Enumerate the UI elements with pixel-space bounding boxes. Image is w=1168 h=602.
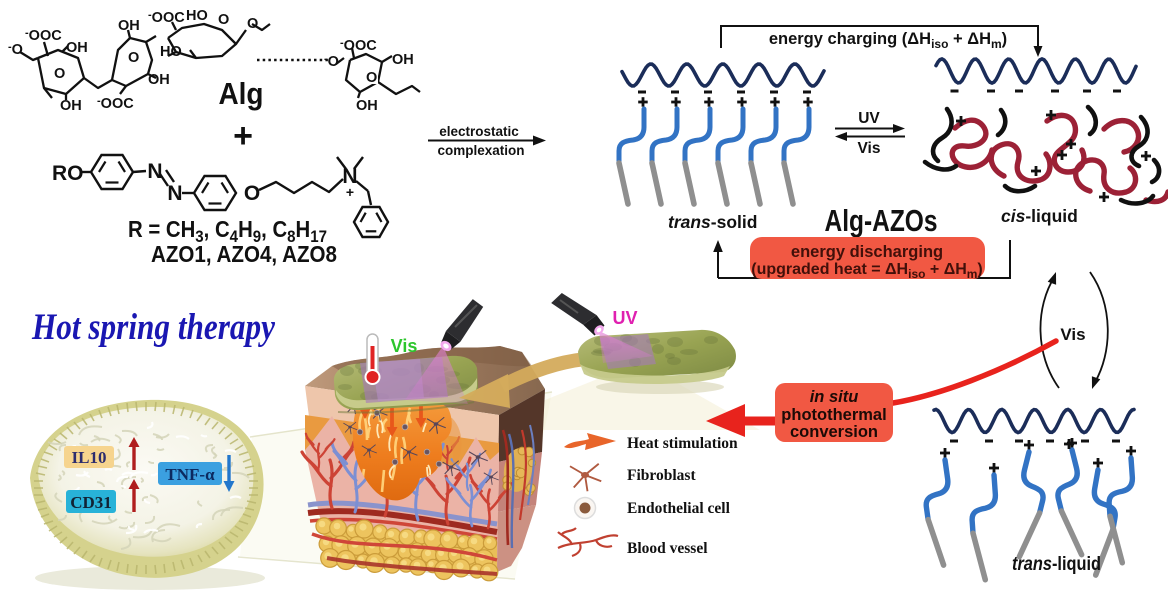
svg-text:R = CH3, C4H9, C8H17: R = CH3, C4H9, C8H17 [128,216,327,246]
svg-text:HO: HO [160,44,182,60]
svg-text:-OOC: -OOC [97,95,134,112]
svg-text:O: O [218,12,229,28]
svg-text:Vis: Vis [858,140,881,157]
svg-text:O: O [128,50,139,66]
svg-text:-O: -O [8,41,23,58]
svg-text:-OOC: -OOC [340,37,377,54]
svg-text:+: + [346,184,354,200]
svg-text:HO: HO [186,8,208,24]
svg-text:Vis: Vis [1060,325,1085,344]
svg-text:Blood vessel: Blood vessel [627,540,708,557]
svg-text:-OOC: -OOC [148,9,185,26]
svg-text:UV: UV [858,110,880,127]
svg-text:Heat stimulation: Heat stimulation [627,435,738,452]
svg-text:O: O [54,66,65,82]
svg-text:-O: -O [324,53,339,70]
svg-text:N: N [147,160,162,183]
svg-text:(upgraded heat = ΔHiso + ΔHm): (upgraded heat = ΔHiso + ΔHm) [751,261,983,281]
svg-text:-OOC: -OOC [25,27,62,44]
svg-text:IL10: IL10 [72,448,107,467]
svg-text:AZO1, AZO4, AZO8: AZO1, AZO4, AZO8 [151,241,337,267]
svg-text:OH: OH [148,72,170,88]
svg-text:Vis: Vis [391,336,418,356]
svg-text:TNF-α: TNF-α [165,465,215,484]
svg-text:RO: RO [52,162,84,185]
svg-text:energy discharging: energy discharging [791,243,943,261]
svg-text:OH: OH [356,98,378,114]
svg-text:energy charging (ΔHiso + ΔHm): energy charging (ΔHiso + ΔHm) [769,30,1007,51]
svg-text:+: + [233,117,253,155]
svg-text:trans-liquid: trans-liquid [1012,554,1101,575]
svg-text:OH: OH [60,98,82,114]
svg-text:Fibroblast: Fibroblast [627,467,696,484]
svg-text:electrostatic: electrostatic [439,124,519,139]
svg-text:N: N [342,165,357,188]
svg-text:UV: UV [612,308,637,328]
svg-text:CD31: CD31 [70,493,112,512]
svg-text:N: N [167,182,182,205]
svg-text:O: O [366,70,377,86]
svg-text:cis-liquid: cis-liquid [1001,206,1078,226]
svg-text:photothermal: photothermal [781,406,886,424]
svg-text:in situ: in situ [810,388,859,406]
svg-text:O: O [244,182,260,205]
svg-text:Alg-AZOs: Alg-AZOs [825,203,938,238]
svg-text:OH: OH [392,52,414,68]
svg-text:trans-solid: trans-solid [668,212,757,232]
svg-text:OH: OH [66,40,88,56]
svg-text:complexation: complexation [437,143,524,158]
svg-text:Endothelial cell: Endothelial cell [627,500,731,517]
svg-text:conversion: conversion [790,423,878,441]
svg-text:OH: OH [118,18,140,34]
svg-text:O: O [247,16,258,32]
svg-text:Hot spring therapy: Hot spring therapy [31,307,275,348]
svg-text:Alg: Alg [219,76,264,111]
